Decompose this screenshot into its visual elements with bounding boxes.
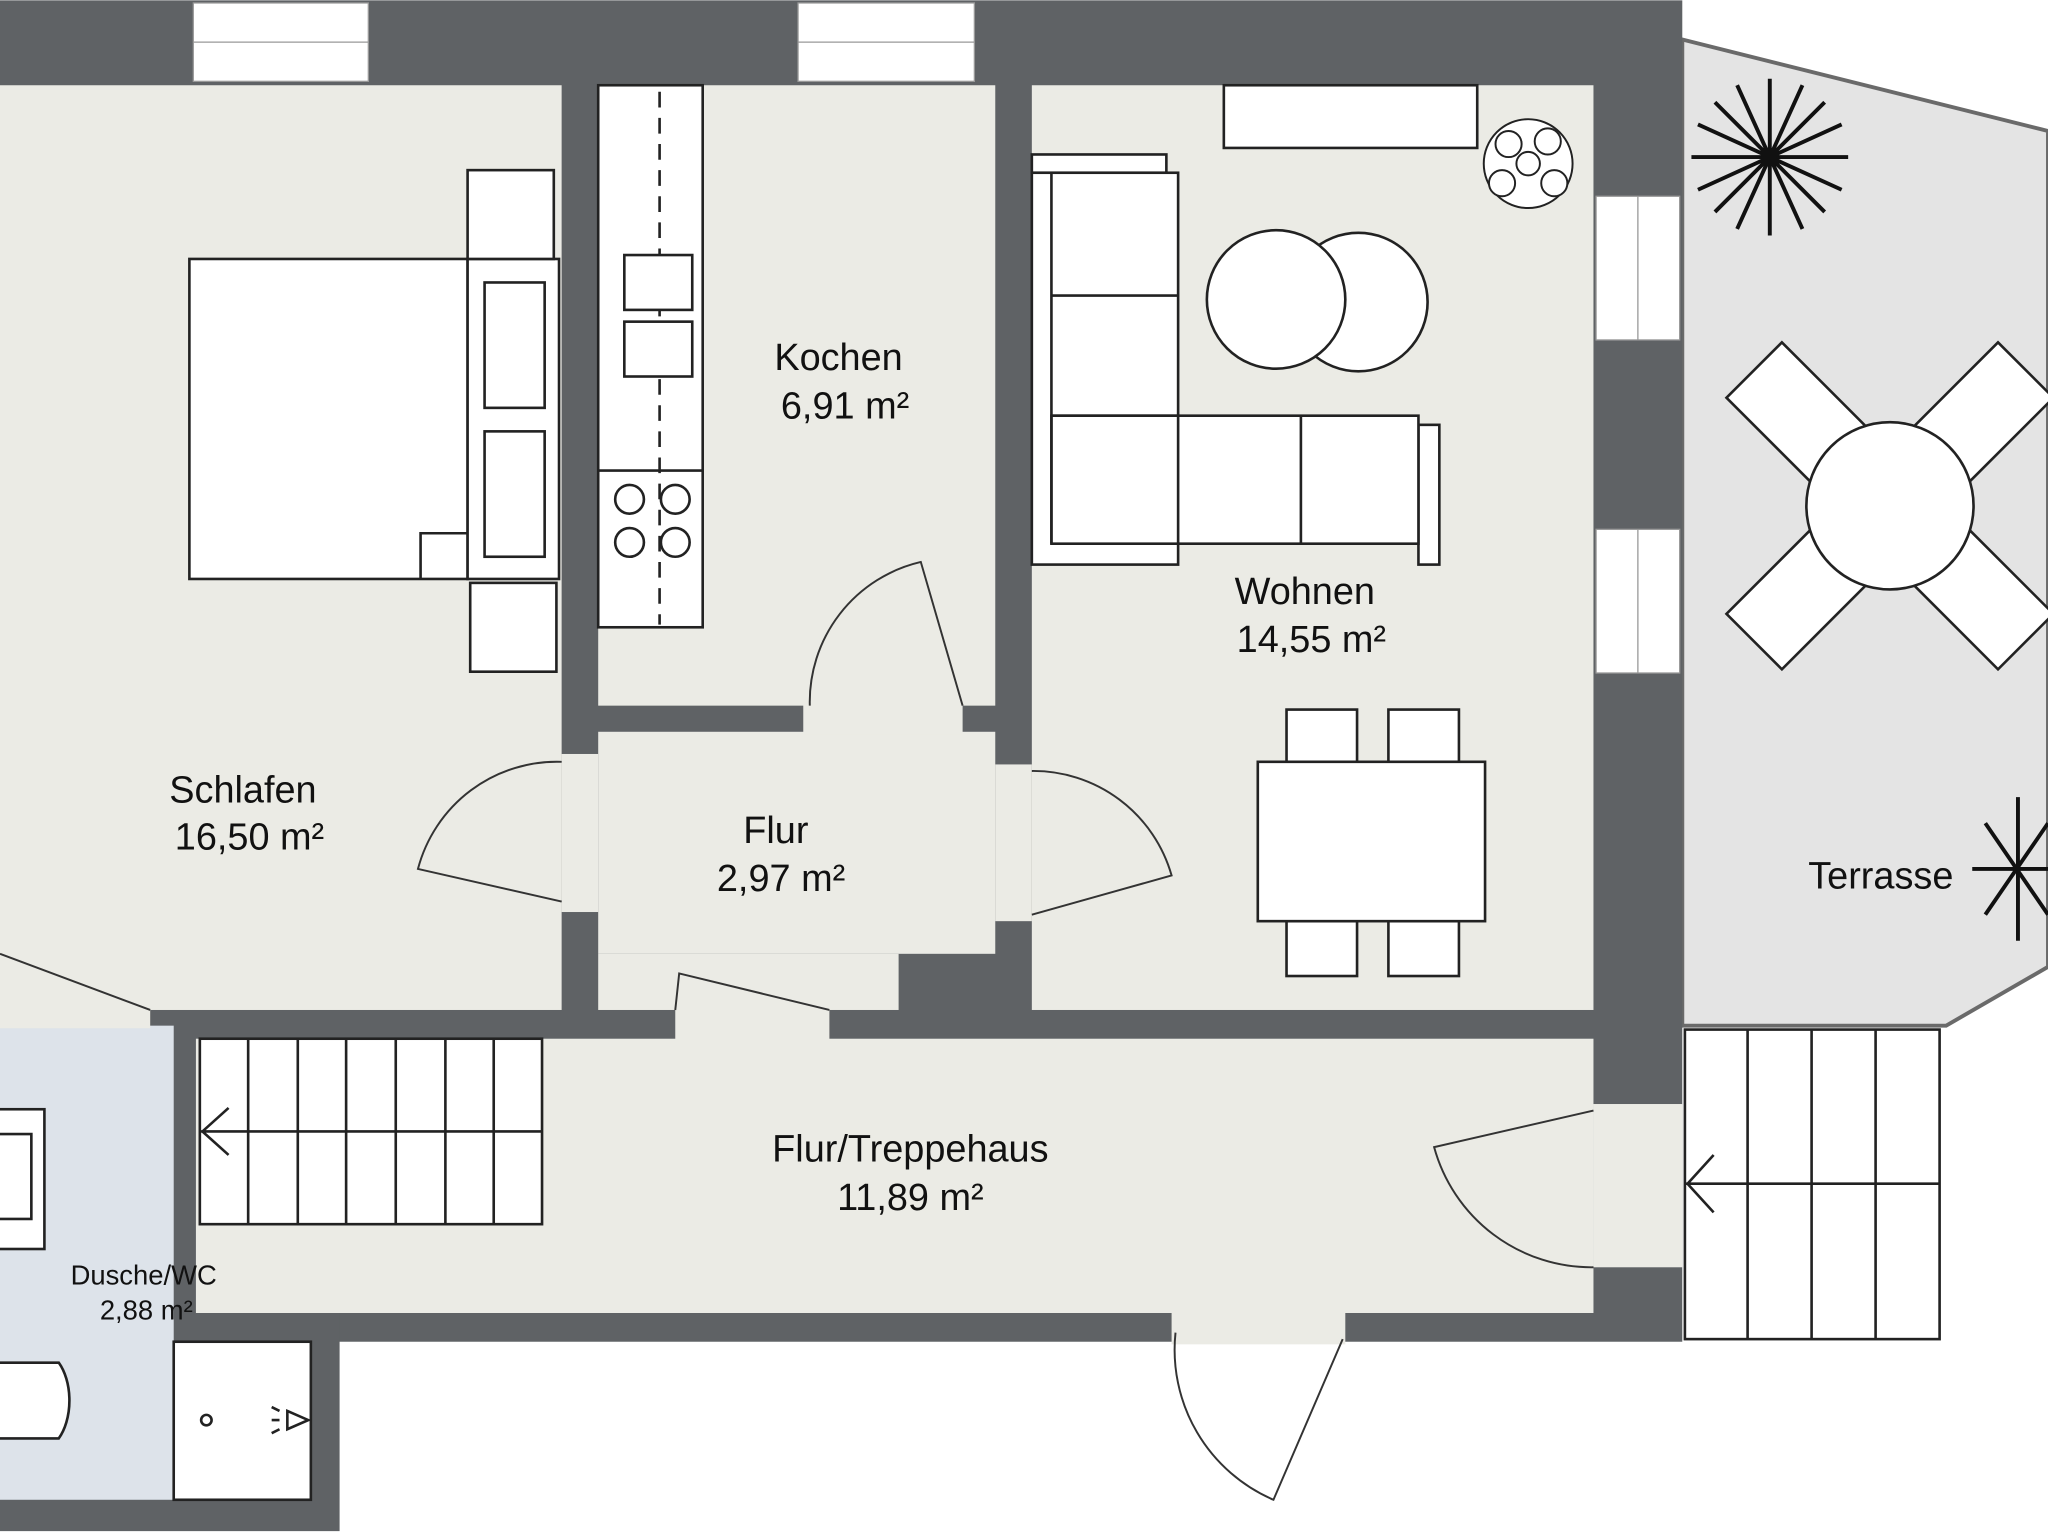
kitchen-counter bbox=[596, 83, 704, 629]
svg-text:11,89 m²: 11,89 m² bbox=[837, 1177, 984, 1219]
dining-table bbox=[1256, 708, 1487, 978]
room-label-schlafen: Schlafen 16,50 m² bbox=[169, 769, 324, 858]
washbasin bbox=[0, 1107, 46, 1251]
svg-text:Kochen: Kochen bbox=[774, 337, 902, 379]
plant-icon bbox=[1482, 118, 1574, 209]
svg-text:Flur: Flur bbox=[743, 810, 808, 852]
room-label-terrasse: Terrasse bbox=[1808, 856, 1953, 898]
toilet bbox=[0, 1361, 71, 1440]
tv-sideboard bbox=[1222, 83, 1479, 150]
terrace-table bbox=[1724, 340, 2048, 672]
doors bbox=[0, 560, 1594, 1502]
outdoor-stairs bbox=[1683, 1028, 1941, 1341]
sofa bbox=[1030, 153, 1441, 566]
room-label-dusche-wc: Dusche/WC 2,88 m² bbox=[71, 1259, 217, 1325]
room-label-flur-treppehaus: Flur/Treppehaus 11,89 m² bbox=[772, 1128, 1048, 1218]
svg-text:Flur/Treppehaus: Flur/Treppehaus bbox=[772, 1128, 1048, 1170]
svg-text:Wohnen: Wohnen bbox=[1235, 571, 1375, 613]
svg-text:16,50 m²: 16,50 m² bbox=[175, 816, 324, 858]
room-label-kochen: Kochen 6,91 m² bbox=[774, 337, 909, 427]
room-label-flur: Flur 2,97 m² bbox=[717, 810, 845, 900]
staircase bbox=[198, 1037, 544, 1226]
svg-text:2,97 m²: 2,97 m² bbox=[717, 858, 845, 900]
svg-text:6,91 m²: 6,91 m² bbox=[781, 385, 909, 427]
windows bbox=[192, 2, 1681, 674]
palm-plant-icon bbox=[1691, 78, 2048, 941]
svg-text:2,88 m²: 2,88 m² bbox=[100, 1295, 193, 1326]
shower bbox=[172, 1340, 313, 1502]
room-label-wohnen: Wohnen 14,55 m² bbox=[1235, 571, 1386, 661]
bed bbox=[188, 168, 561, 673]
svg-text:Dusche/WC: Dusche/WC bbox=[71, 1259, 217, 1290]
svg-text:Schlafen: Schlafen bbox=[169, 769, 316, 811]
svg-text:14,55 m²: 14,55 m² bbox=[1237, 619, 1386, 661]
coffee-table bbox=[1205, 228, 1347, 370]
